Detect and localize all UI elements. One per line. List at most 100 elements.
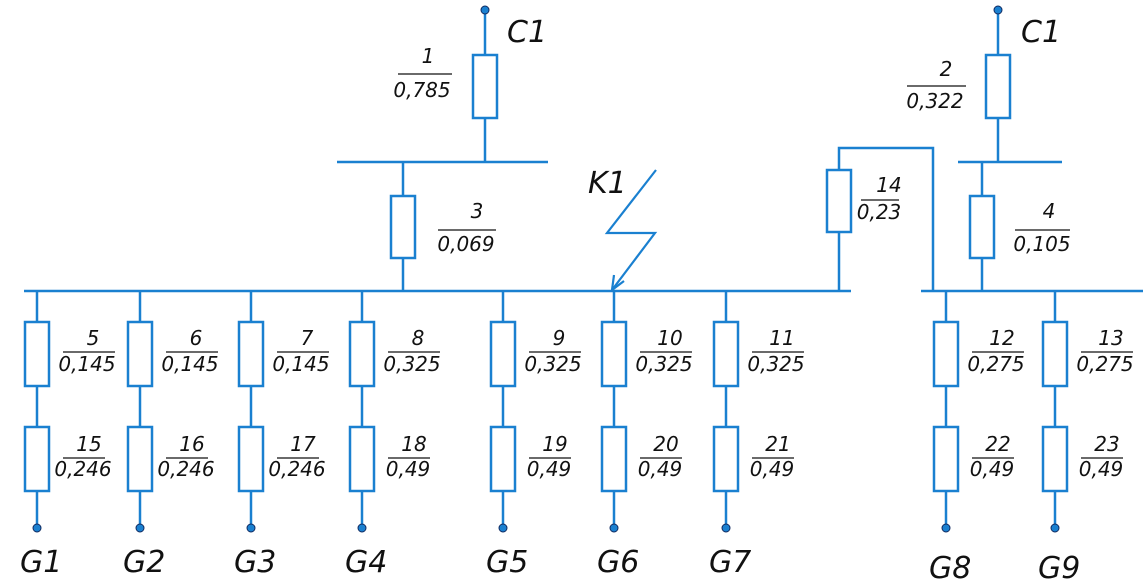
element-value: 0,23: [857, 200, 902, 224]
source-c1-left: C1 1 0,785: [393, 5, 547, 162]
element-number: 6: [190, 326, 203, 350]
terminal-dot: [941, 523, 951, 533]
element-value: 0,145: [161, 352, 218, 376]
terminal-dot: [480, 5, 490, 15]
element-number: 9: [553, 326, 566, 350]
resistor-18: [348, 425, 376, 493]
element-number: 5: [87, 326, 100, 350]
element-value: 0,49: [527, 457, 572, 481]
generator-label: G8: [929, 551, 971, 583]
generator-label: G3: [234, 545, 276, 580]
generator-label: G9: [1038, 551, 1080, 583]
resistor-4: [968, 194, 996, 260]
element-value: 0,49: [970, 457, 1015, 481]
source-label: C1: [507, 15, 547, 50]
resistor-16: [126, 425, 154, 493]
terminal-dot: [609, 523, 619, 533]
resistor-23: [1041, 425, 1069, 493]
element-value: 0,105: [1013, 232, 1070, 256]
element-value: 0,49: [1079, 457, 1124, 481]
resistor-5: [23, 320, 51, 388]
element-number: 12: [989, 326, 1014, 350]
terminal-dot: [1050, 523, 1060, 533]
terminal-dot: [32, 523, 42, 533]
resistor-22: [932, 425, 960, 493]
element-value: 0,275: [1076, 352, 1133, 376]
element-value: 0,246: [54, 457, 111, 481]
element-value: 0,49: [638, 457, 683, 481]
resistor-17: [237, 425, 265, 493]
element-value: 0,246: [268, 457, 325, 481]
element-value: 0,325: [383, 352, 440, 376]
generator-branch: G6 100,325 200,49: [597, 291, 693, 580]
element-number: 13: [1098, 326, 1123, 350]
element-number: 8: [412, 326, 425, 350]
element-value: 0,325: [635, 352, 692, 376]
resistor-9: [489, 320, 517, 388]
element-value: 0,785: [393, 78, 450, 102]
resistor-11: [712, 320, 740, 388]
resistor-10: [600, 320, 628, 388]
source-label: C1: [1021, 15, 1061, 50]
element-value: 0,49: [750, 457, 795, 481]
element-number: 21: [765, 432, 790, 456]
element-number: 16: [179, 432, 204, 456]
terminal-dot: [246, 523, 256, 533]
resistor-12: [932, 320, 960, 388]
generator-label: G2: [123, 545, 165, 580]
terminal-dot: [498, 523, 508, 533]
element-number: 20: [653, 432, 678, 456]
element-value: 0,145: [58, 352, 115, 376]
element-number: 4: [1043, 199, 1056, 223]
branch-4: 4 0,105: [968, 162, 1071, 291]
resistor-13: [1041, 320, 1069, 388]
element-number: 14: [876, 173, 901, 197]
terminal-dot: [135, 523, 145, 533]
element-number: 7: [301, 326, 314, 350]
branch-3: 3 0,069: [389, 162, 496, 291]
element-value: 0,325: [747, 352, 804, 376]
resistor-1: [471, 53, 499, 120]
resistor-2: [984, 53, 1012, 120]
element-number: 17: [290, 432, 316, 456]
element-number: 3: [471, 199, 484, 223]
element-value: 0,49: [386, 457, 431, 481]
resistor-3: [389, 194, 417, 260]
element-number: 15: [76, 432, 101, 456]
element-value: 0,325: [524, 352, 581, 376]
element-number: 22: [985, 432, 1010, 456]
source-c1-right: C1 2 0,322: [906, 5, 1061, 162]
generator-label: G6: [597, 545, 639, 580]
element-number: 10: [657, 326, 682, 350]
fault-k1: K1: [588, 166, 658, 291]
branch-14: 14 0,23: [825, 146, 935, 291]
resistor-7: [237, 320, 265, 388]
element-number: 2: [940, 57, 953, 81]
element-number: 1: [422, 44, 435, 68]
generator-branch: G1 50,145 150,246: [20, 291, 116, 580]
generator-branch: G2 60,145 160,246: [123, 291, 219, 580]
fault-label: K1: [588, 166, 627, 201]
generator-label: G1: [20, 545, 62, 580]
element-value: 0,322: [906, 89, 963, 113]
generator-branches: G150,145150,246G260,145160,246G370,14517…: [20, 291, 1134, 583]
generator-label: G5: [486, 545, 528, 580]
resistor-19: [489, 425, 517, 493]
generator-branch: G8 120,275 220,49: [929, 291, 1025, 583]
element-value: 0,069: [437, 232, 494, 256]
element-value: 0,145: [272, 352, 329, 376]
element-value: 0,246: [157, 457, 214, 481]
element-number: 18: [401, 432, 426, 456]
element-number: 11: [769, 326, 794, 350]
terminal-dot: [993, 5, 1003, 15]
resistor-6: [126, 320, 154, 388]
terminal-dot: [721, 523, 731, 533]
terminal-dot: [357, 523, 367, 533]
resistor-14: [825, 168, 853, 234]
element-value: 0,275: [967, 352, 1024, 376]
